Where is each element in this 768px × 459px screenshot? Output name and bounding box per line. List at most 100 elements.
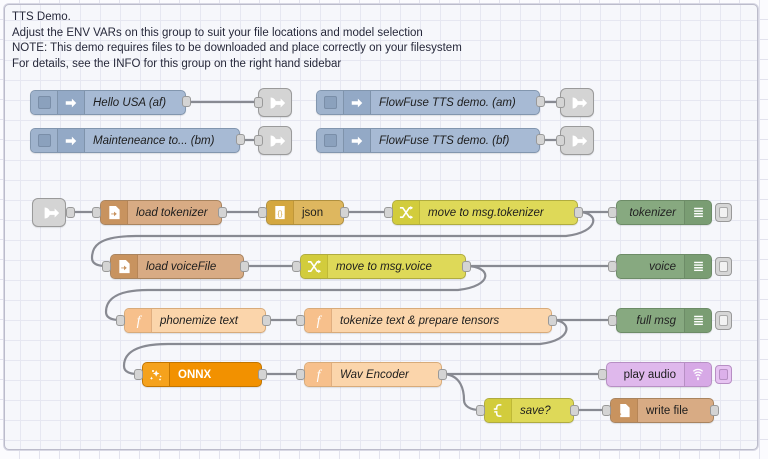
function-f-icon: f (305, 309, 332, 332)
node-inject-maintenance[interactable]: Mainteneance to... (bm) (30, 128, 240, 153)
input-port[interactable] (102, 261, 111, 272)
link-out-icon (259, 127, 291, 154)
node-label: FlowFuse TTS demo. (bf) (379, 134, 510, 147)
output-port[interactable] (218, 207, 227, 218)
output-port[interactable] (258, 369, 267, 380)
group-comment: TTS Demo. Adjust the ENV VARs on this gr… (12, 10, 462, 72)
switch-branch-icon (485, 399, 512, 422)
output-port[interactable] (340, 207, 349, 218)
comment-line-3: NOTE: This demo requires files to be dow… (12, 42, 462, 54)
file-icon (111, 255, 138, 278)
debug-list-icon (684, 255, 711, 278)
output-port[interactable] (462, 261, 471, 272)
node-link-out-4[interactable] (560, 126, 594, 155)
node-label: tokenize text & prepare tensors (340, 314, 500, 327)
output-port[interactable] (536, 96, 545, 107)
node-link-out-3[interactable] (560, 88, 594, 117)
input-port[interactable] (556, 135, 565, 146)
input-port[interactable] (134, 369, 143, 380)
inject-arrow-icon (344, 91, 371, 114)
node-inject-ff-bf[interactable]: FlowFuse TTS demo. (bf) (316, 128, 540, 153)
node-move-to-msg-voice[interactable]: move to msg.voice (300, 254, 466, 279)
debug-enable-button[interactable] (715, 257, 732, 276)
output-port[interactable] (570, 405, 579, 416)
node-load-tokenizer[interactable]: load tokenizer (100, 200, 222, 225)
output-port[interactable] (548, 315, 557, 326)
inject-toggle-button[interactable] (317, 91, 344, 114)
speaker-waves-icon (684, 363, 711, 386)
node-inject-hello-usa[interactable]: Hello USA (af) (30, 90, 186, 115)
node-label: load tokenizer (136, 206, 208, 219)
input-port[interactable] (608, 315, 617, 326)
node-label: move to msg.tokenizer (428, 206, 544, 219)
magic-wand-icon (143, 363, 170, 386)
node-json[interactable]: {} json (266, 200, 344, 225)
node-onnx[interactable]: ONNX (142, 362, 262, 387)
node-save-switch[interactable]: save? (484, 398, 574, 423)
input-port[interactable] (258, 207, 267, 218)
node-label: move to msg.voice (336, 260, 432, 273)
node-link-out-1[interactable] (258, 88, 292, 117)
output-port[interactable] (66, 207, 75, 218)
node-load-voicefile[interactable]: load voiceFile (110, 254, 244, 279)
output-port[interactable] (240, 261, 249, 272)
output-port[interactable] (262, 315, 271, 326)
output-port[interactable] (536, 134, 545, 145)
debug-enable-button[interactable] (715, 311, 732, 330)
output-port[interactable] (182, 96, 191, 107)
inject-toggle-button[interactable] (31, 129, 58, 152)
svg-text:f: f (136, 314, 142, 328)
node-move-to-msg-tokenizer[interactable]: move to msg.tokenizer (392, 200, 578, 225)
node-debug-tokenizer[interactable]: tokenizer (616, 200, 712, 225)
input-port[interactable] (254, 135, 263, 146)
output-port[interactable] (710, 405, 719, 416)
change-shuffle-icon (301, 255, 328, 278)
input-port[interactable] (384, 207, 393, 218)
svg-text:{}: {} (277, 209, 283, 218)
link-out-icon (259, 89, 291, 116)
json-braces-icon: {} (267, 201, 294, 224)
debug-list-icon (684, 309, 711, 332)
inject-toggle-button[interactable] (317, 129, 344, 152)
function-f-icon: f (125, 309, 152, 332)
input-port[interactable] (292, 261, 301, 272)
input-port[interactable] (556, 97, 565, 108)
node-label: Mainteneance to... (bm) (93, 134, 215, 147)
input-port[interactable] (608, 207, 617, 218)
node-tokenize-prepare-tensors[interactable]: f tokenize text & prepare tensors (304, 308, 552, 333)
svg-text:f: f (316, 314, 322, 328)
inject-arrow-icon (58, 129, 85, 152)
comment-line-4: For details, see the INFO for this group… (12, 57, 342, 70)
input-port[interactable] (254, 97, 263, 108)
input-port[interactable] (92, 207, 101, 218)
input-port[interactable] (116, 315, 125, 326)
node-play-audio[interactable]: play audio (606, 362, 712, 387)
node-inject-ff-am[interactable]: FlowFuse TTS demo. (am) (316, 90, 540, 115)
change-shuffle-icon (393, 201, 420, 224)
input-port[interactable] (602, 405, 611, 416)
node-phonemize-text[interactable]: f phonemize text (124, 308, 266, 333)
node-link-out-2[interactable] (258, 126, 292, 155)
input-port[interactable] (598, 369, 607, 380)
output-port[interactable] (236, 134, 245, 145)
inject-toggle-button[interactable] (31, 91, 58, 114)
node-wav-encoder[interactable]: f Wav Encoder (304, 362, 442, 387)
node-label: full msg (636, 314, 676, 327)
comment-line-1: TTS Demo. (12, 11, 71, 23)
node-write-file[interactable]: write file (610, 398, 714, 423)
output-port[interactable] (438, 369, 447, 380)
node-debug-voice[interactable]: voice (616, 254, 712, 279)
input-port[interactable] (608, 261, 617, 272)
output-port[interactable] (574, 207, 583, 218)
input-port[interactable] (296, 369, 305, 380)
node-debug-full-msg[interactable]: full msg (616, 308, 712, 333)
audio-enable-button[interactable] (715, 365, 732, 384)
file-icon (101, 201, 128, 224)
link-out-icon (561, 89, 593, 116)
debug-enable-button[interactable] (715, 203, 732, 222)
comment-line-2: Adjust the ENV VARs on this group to sui… (12, 26, 423, 39)
input-port[interactable] (296, 315, 305, 326)
input-port[interactable] (476, 405, 485, 416)
node-link-in-1[interactable] (32, 198, 66, 227)
